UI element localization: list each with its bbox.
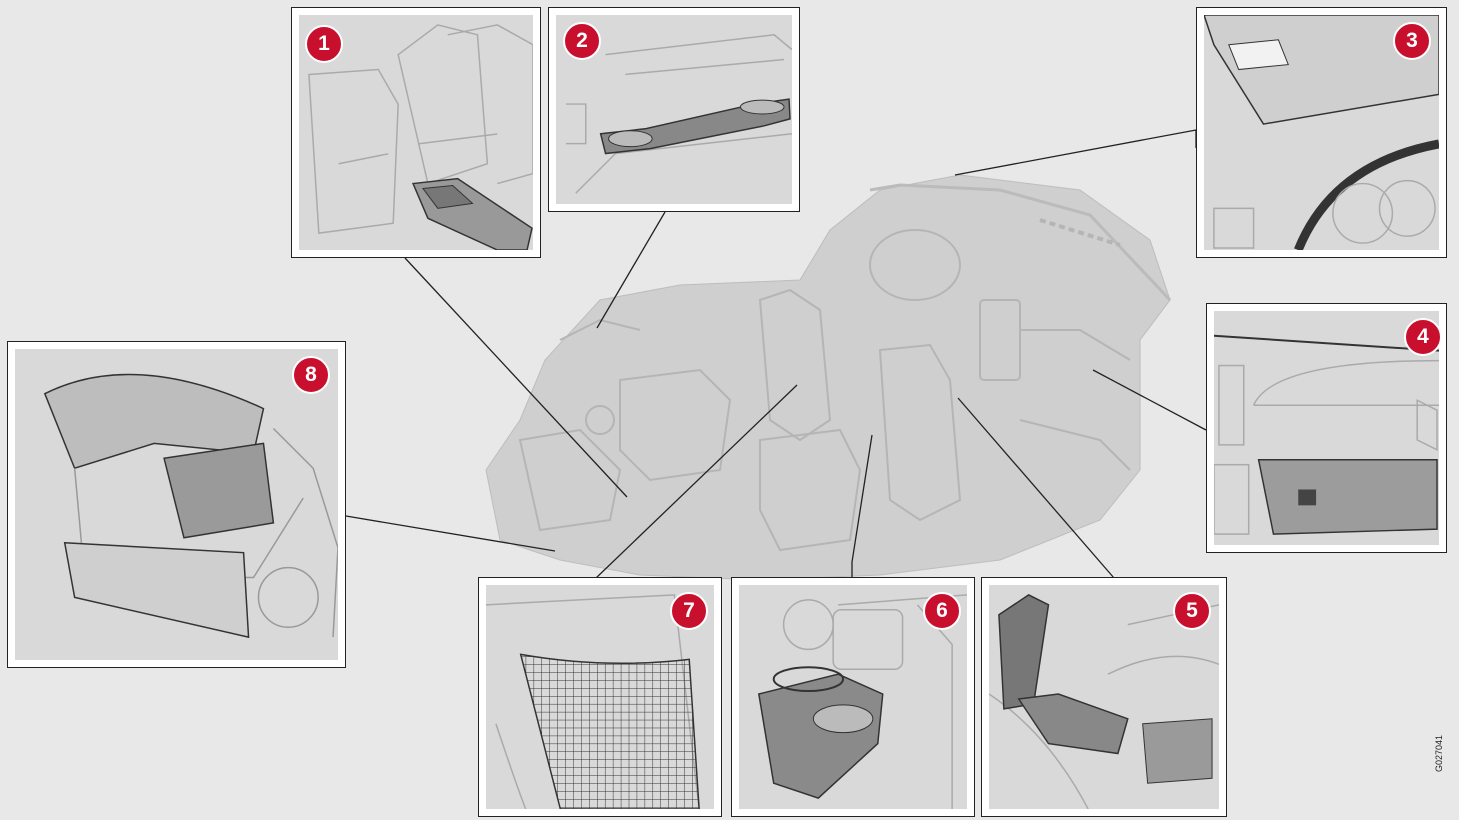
figure-code: G027041 (1434, 734, 1444, 772)
callout-panel-6: 6 (731, 577, 975, 817)
callout-badge-5: 5 (1173, 592, 1211, 630)
callout-badge-3: 3 (1393, 22, 1431, 60)
panel-4-image (1214, 311, 1439, 545)
callout-badge-6: 6 (923, 592, 961, 630)
leader-lines (345, 129, 1207, 579)
cargo-panel-shape (163, 442, 275, 539)
car-silhouette (485, 174, 1172, 581)
panel-8-image (15, 349, 338, 660)
glove-box-shape (1257, 458, 1438, 535)
panel-7-image (486, 585, 714, 809)
ticket-holder-shape (1228, 39, 1289, 71)
callout-badge-2: 2 (563, 22, 601, 60)
callout-badge-7: 7 (670, 592, 708, 630)
cup-holder-shape (757, 673, 884, 799)
callout-badge-8: 8 (292, 356, 330, 394)
console-bin-shape (1017, 693, 1129, 755)
callout-panel-8: 8 (7, 341, 346, 668)
panel-2-image (556, 15, 792, 204)
callout-badge-1: 1 (305, 25, 343, 63)
callout-panel-4: 4 (1206, 303, 1447, 553)
panel-5-image (989, 585, 1219, 809)
callout-panel-2: 2 (548, 7, 800, 212)
callout-panel-7: 7 (478, 577, 722, 817)
callout-panel-3: 3 (1196, 7, 1447, 258)
callout-panel-5: 5 (981, 577, 1227, 817)
console-lid-shape (998, 594, 1050, 710)
net-pocket-shape (519, 653, 700, 809)
panel-3-image (1204, 15, 1439, 250)
callout-badge-4: 4 (1404, 318, 1442, 356)
callout-panel-1: 1 (291, 7, 541, 258)
